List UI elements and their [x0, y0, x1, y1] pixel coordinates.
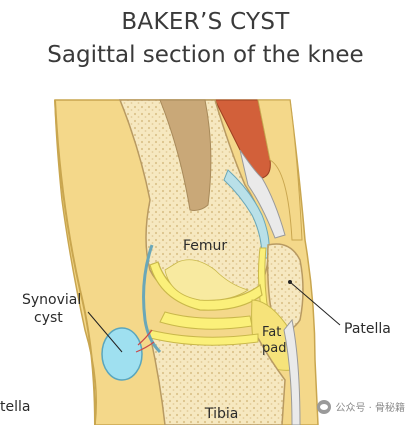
tibial-cartilage: [149, 329, 259, 346]
watermark: 公众号 · 骨秘籍: [317, 399, 405, 414]
diagram-title: BAKER’S CYST: [121, 9, 290, 35]
synovial-cyst-label-line2: cyst: [34, 310, 63, 326]
patella-partial-label: tella: [0, 399, 30, 415]
synovial-cyst-leader: [87, 311, 123, 353]
patella-bone: [266, 243, 304, 332]
anterior-skin-strip: [257, 99, 303, 241]
patella-label: Patella: [344, 321, 391, 337]
femoral-condyle-inner: [164, 259, 249, 301]
femur-shaft: [159, 99, 212, 211]
fat-pad-label-line1: Fat: [262, 325, 281, 340]
posterior-skin-line: [54, 99, 96, 425]
synovial-cyst-label-line1: Synovial: [22, 292, 81, 308]
patella-leader-dot: [288, 280, 292, 284]
posterior-capsule: [142, 244, 162, 354]
femur-label: Femur: [183, 238, 227, 254]
diagram-subtitle: Sagittal section of the knee: [47, 42, 364, 68]
cyst-stalk-2: [135, 341, 155, 353]
quadriceps-tendon: [239, 149, 286, 239]
patella-leader: [289, 281, 341, 326]
wechat-icon: [317, 399, 332, 414]
patellar-tendon: [283, 318, 301, 425]
tibia-label: Tibia: [204, 406, 238, 422]
cyst-stalk: [137, 329, 153, 346]
watermark-text: 公众号 · 骨秘籍: [335, 403, 405, 414]
fat-pad-label-line2: pad: [262, 341, 286, 356]
